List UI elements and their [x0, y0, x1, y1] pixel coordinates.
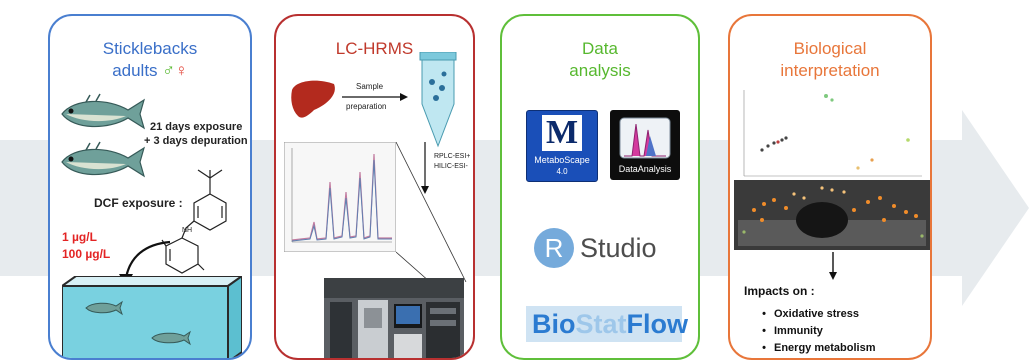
rstudio-r-circle: R: [534, 228, 574, 268]
dcf-exposure-label: DCF exposure :: [94, 196, 183, 210]
metaboscape-letter: M: [542, 115, 582, 151]
impact-item: Energy metabolism: [754, 340, 875, 357]
male-symbol: ♂: [162, 61, 176, 80]
exposure-line2: + 3 days depuration: [144, 135, 248, 147]
impact-item: Immunity: [754, 323, 875, 340]
dose-1: 1 µg/L: [62, 230, 97, 244]
metaboscape-logo: M MetaboScape 4.0: [526, 110, 598, 182]
mode-hilic: HILIC-ESI-: [434, 163, 468, 170]
panel1-title-line2: adults ♂♀: [50, 60, 250, 82]
biostatflow-stat: Stat: [575, 309, 627, 339]
panel-biological-interpretation: Biological interpretation: [728, 14, 932, 360]
dose-2: 100 µg/L: [62, 247, 111, 261]
stickleback-fish-icon: [61, 93, 146, 130]
rstudio-logo: R Studio: [534, 228, 684, 272]
rstudio-name: Studio: [580, 233, 657, 263]
down-arrow-icon: [421, 142, 429, 194]
biostatflow-flow: Flow: [626, 309, 689, 339]
mass-spectrometer-photo: [324, 278, 464, 358]
right-arrow-icon: [342, 93, 408, 101]
panel4-title-line2: interpretation: [780, 61, 880, 80]
mode-rplc: RPLC-ESI+: [434, 153, 471, 160]
panel1-adults-text: adults: [112, 61, 158, 80]
liver-icon: [291, 80, 335, 118]
dataanalysis-name: DataAnalysis: [618, 164, 672, 174]
biostatflow-logo: BioStatFlow: [526, 306, 688, 342]
metaboscape-version: 4.0: [556, 167, 568, 176]
down-arrow-icon: [829, 252, 837, 280]
female-symbol: ♀: [175, 61, 188, 80]
chromatogram-icon: [284, 142, 396, 252]
impacts-label: Impacts on :: [744, 284, 815, 298]
zoom-connector-lines: [396, 142, 467, 282]
scatter-plot-thumbnail: [743, 90, 922, 177]
sample-prep-line1: Sample: [356, 82, 384, 91]
aquarium-tank-icon: [62, 276, 242, 358]
panel1-title-line1: Sticklebacks: [102, 39, 198, 58]
impact-item: Oxidative stress: [754, 306, 875, 323]
panel-data-analysis: Data analysis M MetaboScape 4.0 DataAnal…: [500, 14, 700, 360]
panel3-title-line1: Data: [582, 39, 618, 58]
volcano-plot-thumbnail: [734, 180, 930, 250]
biostatflow-bio: Bio: [532, 309, 576, 339]
stickleback-fish-icon: [61, 141, 146, 178]
panel4-title-line1: Biological: [793, 39, 867, 58]
panel3-title-line2: analysis: [569, 61, 631, 80]
panel2-title: LC-HRMS: [335, 39, 414, 58]
dataanalysis-logo: DataAnalysis: [610, 110, 680, 180]
sample-prep-line2: preparation: [346, 102, 387, 111]
svg-text:NH: NH: [182, 227, 192, 234]
sample-tube-icon: [419, 52, 457, 148]
exposure-line1: 21 days exposure: [150, 121, 243, 133]
dataanalysis-peaks-icon: [619, 117, 671, 159]
panel-sticklebacks: Sticklebacks adults ♂♀ 21 days exposure …: [48, 14, 252, 360]
metaboscape-name: MetaboScape: [534, 155, 590, 165]
impacts-list: Oxidative stress Immunity Energy metabol…: [754, 306, 875, 357]
panel-lc-hrms: LC-HRMS Sample preparation RPLC-ESI+ HIL…: [274, 14, 475, 360]
